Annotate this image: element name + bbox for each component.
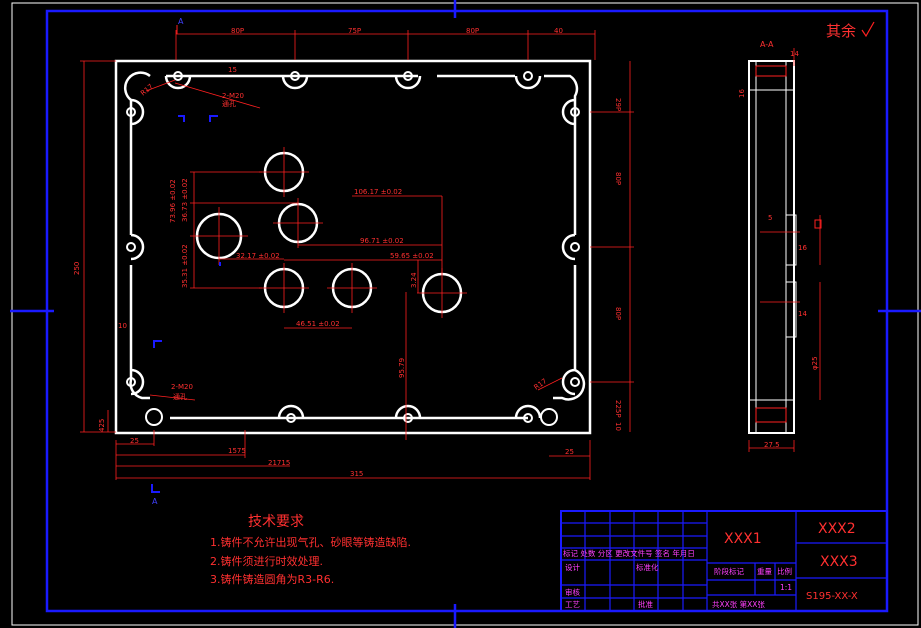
side-dim-5: 27.5: [764, 441, 780, 449]
side-dim-1: 14: [790, 50, 799, 58]
left-dim-bottom: 425: [98, 419, 106, 432]
top-dim-4: 40: [554, 27, 563, 35]
title-2: XXX2: [818, 521, 856, 537]
drawing-code: S195-XX-X: [806, 591, 858, 602]
centerlines: [190, 147, 467, 318]
title-block: XXX1 XXX2 XXX3 S195-XX-X 标记 处数 分区 更改文件号 …: [560, 510, 888, 612]
tech-item-3: 3.铸件铸造圆角为R3-R6.: [210, 572, 334, 586]
hole-dim-4: 32.17 ±0.02: [236, 252, 280, 260]
callout-m20-b: 2-M20: [222, 92, 244, 100]
surface-note: 其余: [826, 22, 856, 40]
review-label: 审核: [565, 587, 580, 597]
section-corner-marks: [153, 115, 221, 348]
top-dim-2: 75P: [348, 27, 361, 35]
dimension-lines: [80, 30, 634, 480]
side-outline: [748, 60, 795, 434]
callout-hole-b: 通孔: [222, 99, 236, 108]
vert-hole-dim-1: 73.96 ±0.02: [169, 179, 177, 223]
svg-text:A-A: A-A: [760, 40, 774, 49]
top-dim-3: 80P: [466, 27, 479, 35]
outer-border: [11, 2, 919, 626]
hole-dim-2: 96.71 ±0.02: [360, 237, 404, 245]
tech-item-2: 2.铸件须进行时效处理.: [210, 554, 323, 568]
process-label: 工艺: [565, 600, 580, 609]
drawing-frame: [45, 9, 889, 613]
weight-label: 重量: [757, 567, 772, 576]
bottom-dim-5: 25: [565, 448, 574, 456]
right-dim-1: 29P: [614, 98, 622, 111]
callout-r17-a: R17: [139, 83, 155, 98]
sheets-label: 共XX张 第XX张: [712, 599, 765, 609]
hole-dim-3: 59.65 ±0.02: [390, 252, 434, 260]
side-dim-7: φ25: [811, 356, 819, 370]
side-dim-2: 16: [738, 89, 746, 98]
scale-value: 1:1: [780, 583, 792, 592]
right-dim-3: 80P: [614, 307, 622, 320]
bottom-dim-1: 25: [130, 437, 139, 445]
roughness-symbol-icon: [861, 21, 875, 38]
section-marker-bottom: A: [151, 484, 160, 506]
hole-dim-1: 106.17 ±0.02: [354, 188, 402, 196]
title-3: XXX3: [820, 554, 858, 570]
tech-item-1: 1.铸件不允许出现气孔、砂眼等铸造缺陷.: [210, 535, 411, 549]
side-dim-4: 14: [798, 310, 807, 318]
side-dim-6: 5: [768, 214, 772, 222]
top-dim-1: 80P: [231, 27, 244, 35]
svg-text:A: A: [178, 17, 184, 26]
right-dim-2: 80P: [614, 172, 622, 185]
callout-hole-a: 通孔: [173, 392, 187, 401]
left-dim-total: 250: [73, 262, 81, 275]
hole-dim-7: 95.79: [398, 358, 406, 378]
approve-label: 批准: [638, 599, 653, 609]
tech-title: 技术要求: [248, 514, 304, 530]
centering-marks: [10, 0, 921, 628]
side-view: A-A: [748, 40, 822, 452]
right-dim-5: 10: [614, 422, 622, 431]
vert-hole-dim-2: 36.73 ±0.02: [181, 178, 189, 222]
vert-hole-dim-3: 35.31 ±0.02: [181, 244, 189, 288]
left-dim-wall: 10: [118, 322, 127, 330]
header-row: 标记 处数 分区 更改文件号 签名 年月日: [563, 548, 695, 558]
side-dim-3: 16: [798, 244, 807, 252]
section-marker-top: A: [176, 17, 184, 34]
hole-dim-6: 3.24: [410, 272, 418, 288]
svg-text:A: A: [152, 497, 158, 506]
callout-r17-b: R17: [533, 377, 549, 391]
callout-m20-a: 2-M20: [171, 383, 193, 391]
title-1: XXX1: [724, 531, 762, 547]
bolt-holes: [126, 71, 580, 426]
technical-requirements: 技术要求 1.铸件不允许出现气孔、砂眼等铸造缺陷. 2.铸件须进行时效处理. 3…: [210, 514, 411, 586]
bore-note: 15: [228, 66, 237, 74]
design-label: 设计: [565, 562, 580, 572]
hole-dim-5: 46.51 ±0.02: [296, 320, 340, 328]
right-dim-4: 225P: [614, 400, 622, 418]
bottom-dim-4: 315: [350, 470, 363, 478]
standard-label: 标准化: [636, 562, 659, 572]
bottom-dim-3: 21715: [268, 459, 290, 467]
stage-label: 阶段标记: [714, 566, 744, 576]
bottom-dim-2: 1575: [228, 447, 246, 455]
scale-label: 比例: [777, 566, 792, 576]
